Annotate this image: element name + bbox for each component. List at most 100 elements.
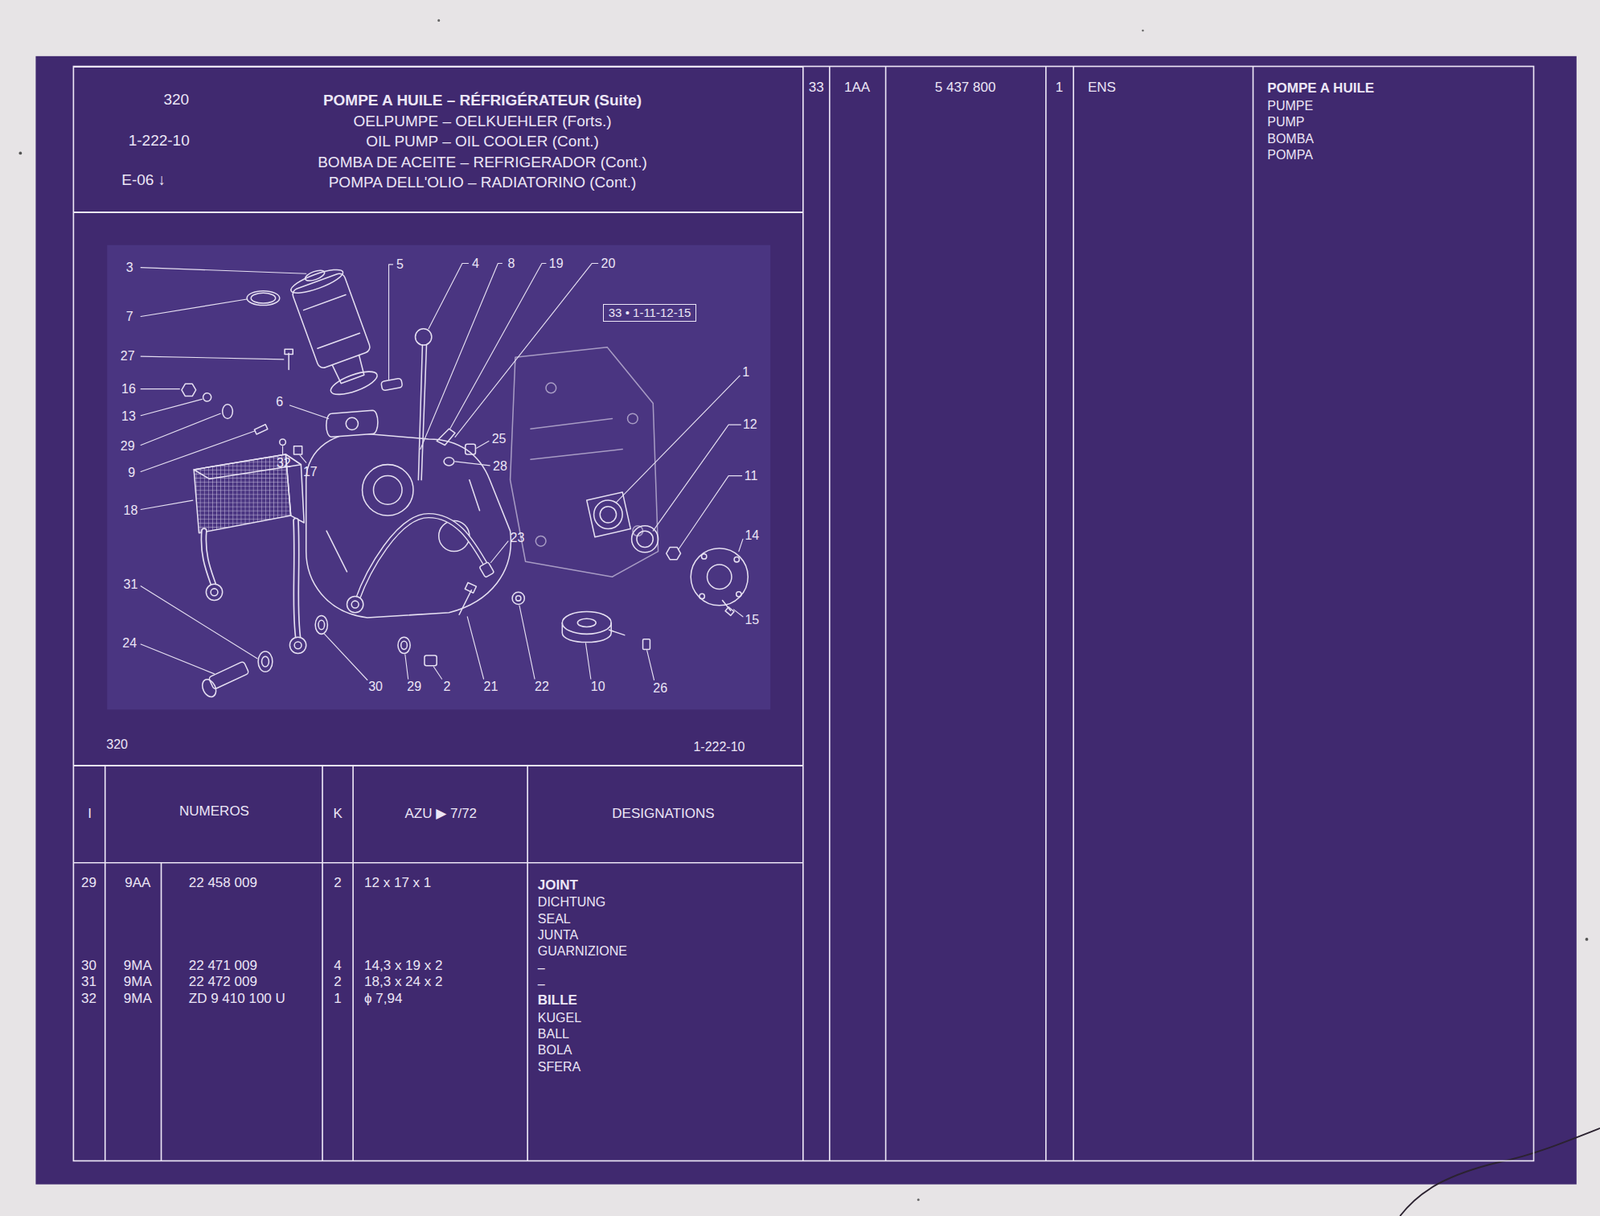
table-cell: 14,3 x 19 x 2 — [364, 958, 443, 973]
small-parts — [326, 410, 378, 437]
leader-line — [519, 605, 535, 679]
oil-pipe — [351, 600, 359, 608]
pump-parts — [599, 506, 616, 523]
table-cell: 1 — [333, 991, 341, 1006]
callout-number: 25 — [492, 431, 507, 446]
callout-number: 12 — [742, 418, 758, 432]
oil-filter — [332, 355, 366, 385]
filter-gasket — [250, 292, 275, 304]
cooler-pipes — [203, 530, 214, 587]
cooler-pipes — [295, 520, 299, 637]
leader-line — [738, 538, 743, 551]
reference-code: 33 • 1-11-12-15 — [608, 306, 692, 320]
callout-number: 15 — [744, 612, 759, 627]
table-grid — [352, 765, 354, 1161]
designation-text: – — [537, 960, 546, 975]
callout-number: 13 — [121, 410, 136, 424]
cooler-pipes — [203, 530, 214, 587]
oil-filter — [328, 366, 380, 399]
leader-line — [490, 541, 509, 563]
pump-parts — [594, 500, 624, 530]
callout-number: 32 — [276, 456, 292, 471]
pump-parts — [699, 593, 705, 599]
small-parts — [465, 443, 476, 455]
cooler-pipes — [289, 636, 306, 653]
timing-cover — [530, 418, 623, 460]
bolt — [287, 352, 290, 370]
small-parts — [345, 417, 358, 430]
leader-line — [140, 413, 221, 445]
table-grid — [828, 66, 831, 1162]
oil-cooler — [193, 454, 301, 479]
film-ground — [1585, 937, 1589, 941]
table-cell: 1AA — [844, 80, 870, 95]
header-text: 1-222-10 — [128, 132, 190, 149]
callout-number: 11 — [744, 468, 759, 483]
oil-filter — [303, 294, 361, 349]
leader-line — [467, 616, 484, 679]
header-text: E-06 ↓ — [121, 172, 166, 189]
table-cell: 5 437 800 — [935, 80, 997, 95]
film-ground — [917, 1197, 920, 1201]
designation-text: JOINT — [537, 877, 579, 893]
table-cell: 9MA — [123, 991, 152, 1006]
callout-number: 8 — [507, 256, 515, 271]
cooler-pipes — [203, 520, 306, 653]
designation-text: – — [537, 976, 546, 991]
callout-number: 7 — [126, 309, 134, 324]
pump-parts — [636, 530, 653, 547]
bolts-and-washers — [401, 640, 408, 649]
oil-pipe — [356, 515, 486, 600]
table-cell: 31 — [81, 974, 97, 989]
pump-parts — [725, 607, 735, 616]
bolts-and-washers — [199, 676, 218, 699]
pump-housing — [306, 433, 512, 618]
table-grid — [526, 765, 529, 1161]
callout-number: 5 — [396, 257, 404, 271]
pump-parts — [736, 591, 742, 597]
callout-number: 1 — [742, 365, 750, 380]
leader-line — [299, 455, 307, 463]
leader-line — [140, 299, 247, 317]
small-parts — [443, 457, 455, 466]
header-text: POMPA DELL'OLIO – RADIATORINO (Cont.) — [328, 174, 637, 191]
pump-housing — [362, 464, 414, 516]
leader-line — [140, 267, 307, 275]
callout-number: 21 — [484, 680, 499, 694]
callout-number: 30 — [368, 680, 383, 694]
film-ground — [35, 56, 1576, 1185]
header-text: OELPUMPE – OELKUEHLER (Forts.) — [353, 113, 612, 130]
small-parts — [222, 404, 234, 419]
timing-cover — [535, 535, 546, 546]
table-cell: 9AA — [124, 875, 151, 891]
dipstick — [415, 328, 432, 345]
panel-reference: 1-222-10 — [693, 740, 745, 755]
dipstick — [421, 344, 427, 480]
bolts-and-washers — [315, 615, 328, 635]
header-box: 3201-222-10E-06 ↓POMPE A HUILE – RÉFRIGÉ… — [73, 66, 803, 214]
designation-text: PUMP — [1267, 115, 1305, 130]
oil-cooler — [193, 454, 292, 534]
reference-box: 33 • 1-11-12-15 — [603, 303, 698, 322]
table-cell: ENS — [1087, 80, 1116, 95]
strainer — [577, 618, 596, 627]
table-grid — [73, 861, 803, 864]
oil-pipe — [347, 595, 364, 612]
leader-line — [140, 430, 255, 472]
table-cell: 2 — [333, 974, 341, 989]
strainer — [562, 611, 650, 649]
callout-number: 2 — [443, 680, 451, 694]
oil-pipe — [356, 515, 486, 600]
table-cell: 30 — [81, 958, 97, 973]
designation-text: BALL — [537, 1027, 570, 1042]
bolts-and-washers — [318, 619, 325, 629]
table-grid — [321, 765, 324, 1161]
pump-parts — [586, 492, 632, 538]
leader-line — [282, 446, 284, 455]
table-grid — [104, 765, 107, 1161]
leader-line — [140, 398, 202, 415]
cooler-pipes — [210, 588, 218, 596]
table-cell: 9MA — [123, 958, 152, 973]
film-ground — [437, 19, 440, 22]
